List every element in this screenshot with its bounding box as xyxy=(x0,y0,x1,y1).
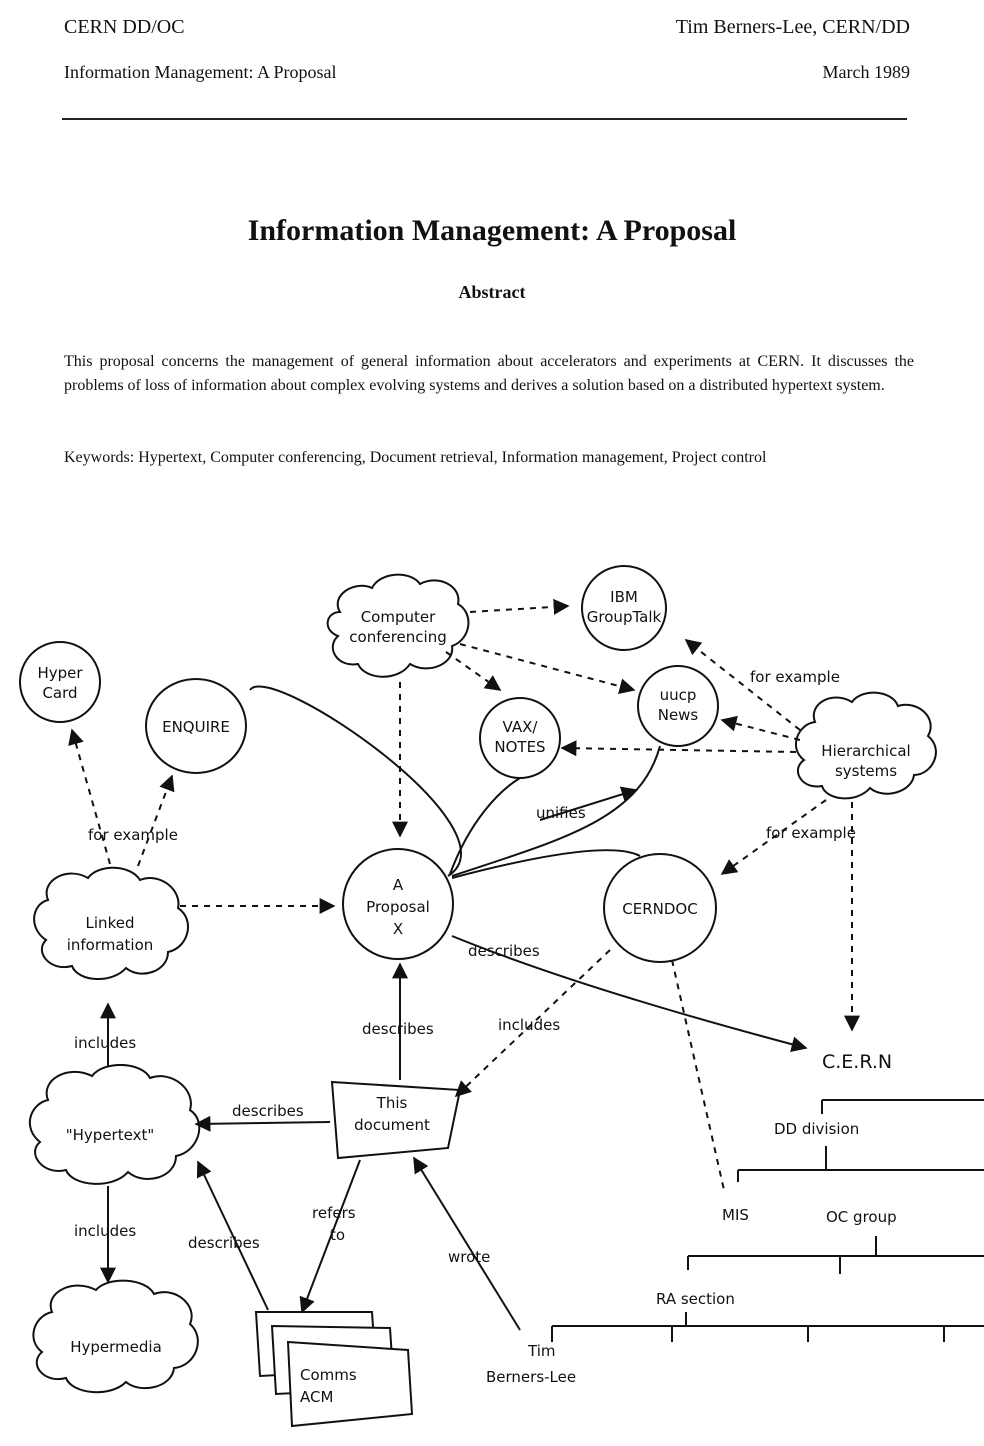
label-cc-2: conferencing xyxy=(349,628,446,646)
label-refers-2: to xyxy=(330,1226,345,1244)
org-chart-lines xyxy=(551,1099,984,1342)
label-oc-group: OC group xyxy=(826,1208,897,1226)
dash-cc-vax xyxy=(445,651,502,691)
label-wrote: wrote xyxy=(448,1248,490,1266)
label-describes-proposal: describes xyxy=(362,1020,434,1038)
label-describes-comms: describes xyxy=(188,1234,260,1252)
label-dd-division: DD division xyxy=(774,1120,859,1138)
label-doc-2: document xyxy=(354,1116,430,1134)
dash-hier-grouptalk xyxy=(684,639,801,731)
arrow-unifies xyxy=(539,786,638,821)
label-proposal-2: Proposal xyxy=(366,898,430,916)
label-news-2: News xyxy=(658,706,699,724)
label-vax-1: VAX/ xyxy=(503,718,539,736)
dash-hier-vax xyxy=(560,740,797,757)
cloud-shape-hierarchical-systems xyxy=(794,691,937,800)
label-unifies: unifies xyxy=(536,804,586,822)
header-rule xyxy=(62,118,907,120)
header-doc-title: Information Management: A Proposal xyxy=(64,62,337,82)
arrow-wrote xyxy=(413,1156,521,1331)
circle-hypercard xyxy=(19,641,101,723)
label-news-1: uucp xyxy=(660,686,697,704)
label-hypercard-2: Card xyxy=(42,684,77,702)
arrow-describes-cern xyxy=(451,935,808,1053)
circle-cerndoc xyxy=(603,853,717,963)
label-hypermedia: Hypermedia xyxy=(70,1338,162,1356)
arrow-describes-comms xyxy=(196,1160,269,1311)
label-hier-1: Hierarchical xyxy=(821,742,910,760)
label-linked-2: information xyxy=(67,936,154,954)
circle-ibm-grouptalk xyxy=(581,565,667,651)
label-mis: MIS xyxy=(722,1206,749,1224)
circle-a-proposal xyxy=(342,848,454,960)
label-hypertext: "Hypertext" xyxy=(66,1126,154,1144)
label-proposal-1: A xyxy=(393,876,404,894)
arrow-refers-to xyxy=(299,1159,361,1314)
label-cern: C.E.R.N xyxy=(822,1051,892,1073)
label-tbl-2: Berners-Lee xyxy=(486,1368,576,1386)
label-ra-section: RA section xyxy=(656,1290,735,1308)
label-for-example-left: for example xyxy=(88,826,178,844)
label-tbl-1: Tim xyxy=(527,1342,555,1360)
circle-enquire xyxy=(145,678,247,774)
dash-cc-grouptalk xyxy=(469,598,570,615)
label-linked-1: Linked xyxy=(86,914,135,932)
label-cerndoc: CERNDOC xyxy=(622,900,697,918)
label-enquire: ENQUIRE xyxy=(162,718,230,736)
abstract-text: This proposal concerns the management of… xyxy=(64,353,914,394)
label-hier-2: systems xyxy=(835,762,897,780)
keywords-text: Keywords: Hypertext, Computer conferenci… xyxy=(64,449,767,466)
label-for-example-top-right: for example xyxy=(750,668,840,686)
label-includes-linked: includes xyxy=(74,1034,136,1052)
abstract-heading: Abstract xyxy=(458,282,526,302)
arrow-describes-hypertext xyxy=(194,1115,331,1132)
page-title: Information Management: A Proposal xyxy=(247,214,737,247)
label-cc-1: Computer xyxy=(361,608,436,626)
box-this-document xyxy=(330,1080,462,1160)
link-proposal-news xyxy=(451,745,661,877)
label-ibm-1: IBM xyxy=(610,588,638,606)
header-date: March 1989 xyxy=(822,62,910,82)
header-author: Tim Berners-Lee, CERN/DD xyxy=(675,16,910,38)
dash-cerndoc-mis xyxy=(671,959,725,1191)
label-proposal-3: X xyxy=(393,920,403,938)
label-describes-hypertext: describes xyxy=(232,1102,304,1120)
label-vax-2: NOTES xyxy=(494,738,545,756)
dash-cc-news xyxy=(459,643,636,695)
label-comms-1: Comms xyxy=(300,1366,357,1384)
link-proposal-vax xyxy=(449,777,521,875)
link-proposal-enquire xyxy=(249,685,462,877)
label-includes-cerndoc: includes xyxy=(498,1016,560,1034)
dash-hier-news xyxy=(720,715,801,741)
label-comms-2: ACM xyxy=(300,1388,333,1406)
cloud-shape-hypertext xyxy=(29,1063,201,1185)
dash-hier-cerndoc xyxy=(720,799,827,875)
label-hypercard-1: Hyper xyxy=(37,664,83,682)
label-for-example-right: for example xyxy=(766,824,856,842)
paper-front xyxy=(286,1340,414,1428)
circle-uucp-news xyxy=(637,665,719,747)
dash-linked-enquire xyxy=(137,774,175,867)
header-org: CERN DD/OC xyxy=(64,16,185,38)
label-includes-hypermedia: includes xyxy=(74,1222,136,1240)
label-refers-1: refers xyxy=(312,1204,356,1222)
label-ibm-2: GroupTalk xyxy=(587,608,662,626)
label-describes-cern: describes xyxy=(468,942,540,960)
label-doc-1: This xyxy=(376,1094,408,1112)
cloud-shape-hypermedia xyxy=(32,1279,199,1394)
link-proposal-cerndoc xyxy=(451,849,641,879)
cloud-shape-linked-information xyxy=(33,866,189,981)
cloud-shape-computer-conferencing xyxy=(326,573,470,678)
